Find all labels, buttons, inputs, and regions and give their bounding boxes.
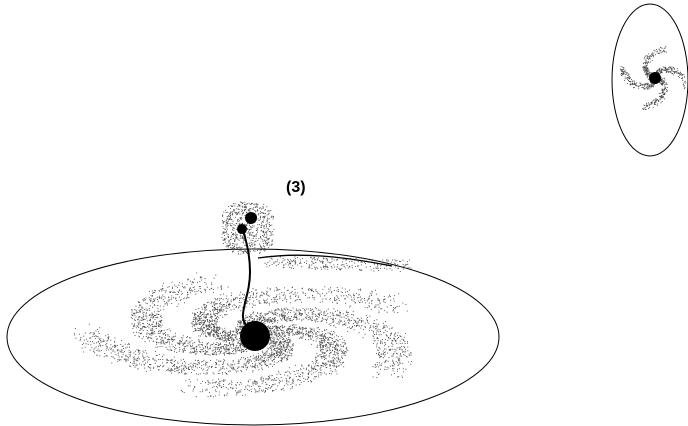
tidal-tail-stream (257, 254, 393, 267)
galaxy-core (240, 321, 270, 351)
satellite-core-lower (237, 224, 247, 234)
small-galaxy (611, 3, 688, 157)
satellite-core-upper (245, 212, 257, 224)
small-galaxy-outline (611, 3, 688, 157)
panel-label: (3) (286, 179, 306, 196)
small-galaxy-core (649, 72, 661, 84)
large-galaxy (6, 201, 500, 426)
spiral-arms-dust (73, 272, 413, 398)
small-galaxy-dust-cloud (620, 45, 687, 111)
large-galaxy-outline (6, 248, 500, 426)
